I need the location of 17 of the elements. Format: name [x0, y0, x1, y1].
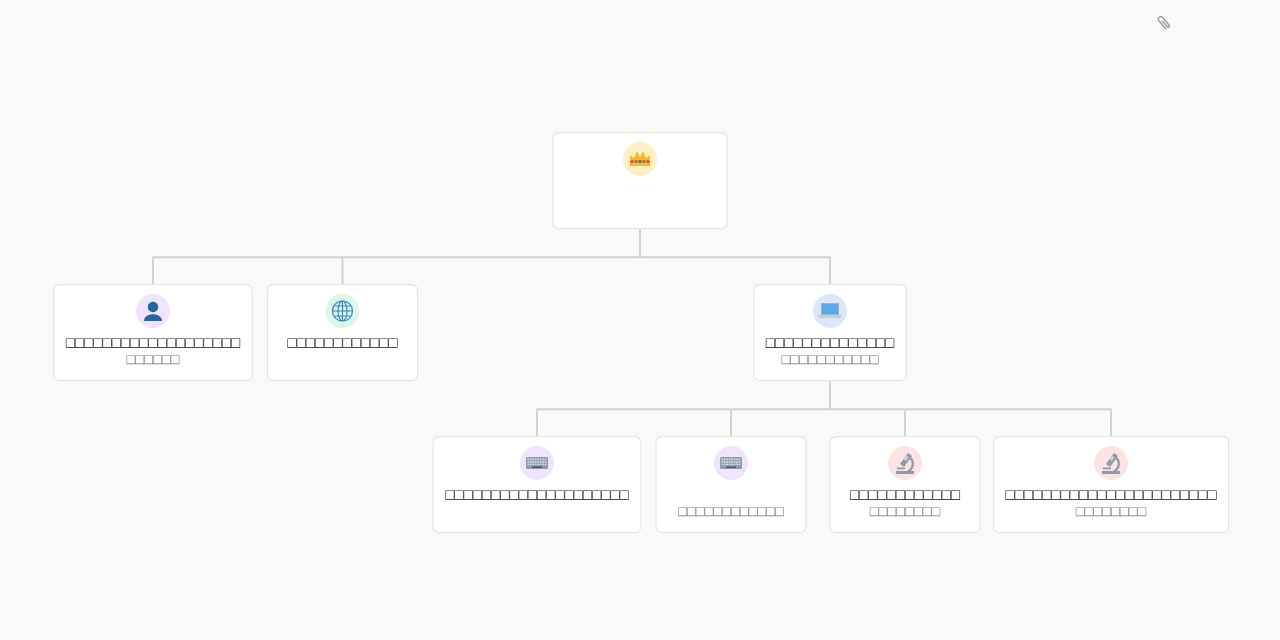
connector-line	[341, 257, 344, 285]
org-chart-card: □□□□□□□□□□□□□□□□□□□□	[432, 436, 642, 534]
org-chart-card	[552, 132, 728, 230]
connector-line	[904, 409, 906, 437]
connector-line	[535, 380, 1113, 411]
org-chart-card: □□□□□□□□□□□□□□□□□□□□□□□ □□□□□□□□	[992, 436, 1230, 534]
org-chart-card: □□□□□□□□□□□□□□ □□□□□□□□□□□	[753, 284, 907, 382]
connector-line	[536, 409, 538, 437]
org-chart-card: □□□□□□□□□□□□ □□□□□□□□	[829, 436, 981, 534]
connector-line	[730, 409, 732, 437]
org-chart-card: □□□□□□□□□□□□	[655, 436, 807, 534]
connector-line	[1110, 409, 1112, 437]
connector-line	[829, 257, 831, 285]
org-chart-card: □□□□□□□□□□□□□□□□□□□ □□□□□□	[53, 284, 253, 382]
connector-line	[151, 228, 832, 259]
org-chart-card: □□□□□□□□□□□□	[266, 284, 419, 382]
connector-line	[152, 257, 154, 285]
